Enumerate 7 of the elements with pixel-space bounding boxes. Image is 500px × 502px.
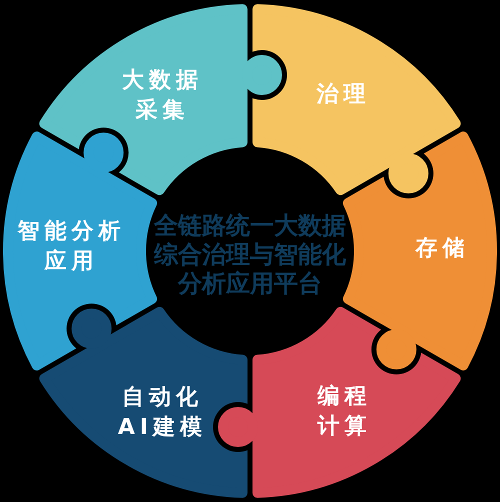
- center-heading: 全链路统一大数据综合治理与智能化分析应用平台: [153, 212, 347, 298]
- piece-label: 智能分析应用: [16, 218, 126, 276]
- piece-label: 治理: [315, 81, 370, 109]
- piece-label: 编程计算: [316, 383, 372, 441]
- piece-label: 自动化AI建模: [116, 384, 208, 442]
- piece-label: 存储: [414, 235, 470, 263]
- piece-label: 大数据采集: [121, 67, 203, 125]
